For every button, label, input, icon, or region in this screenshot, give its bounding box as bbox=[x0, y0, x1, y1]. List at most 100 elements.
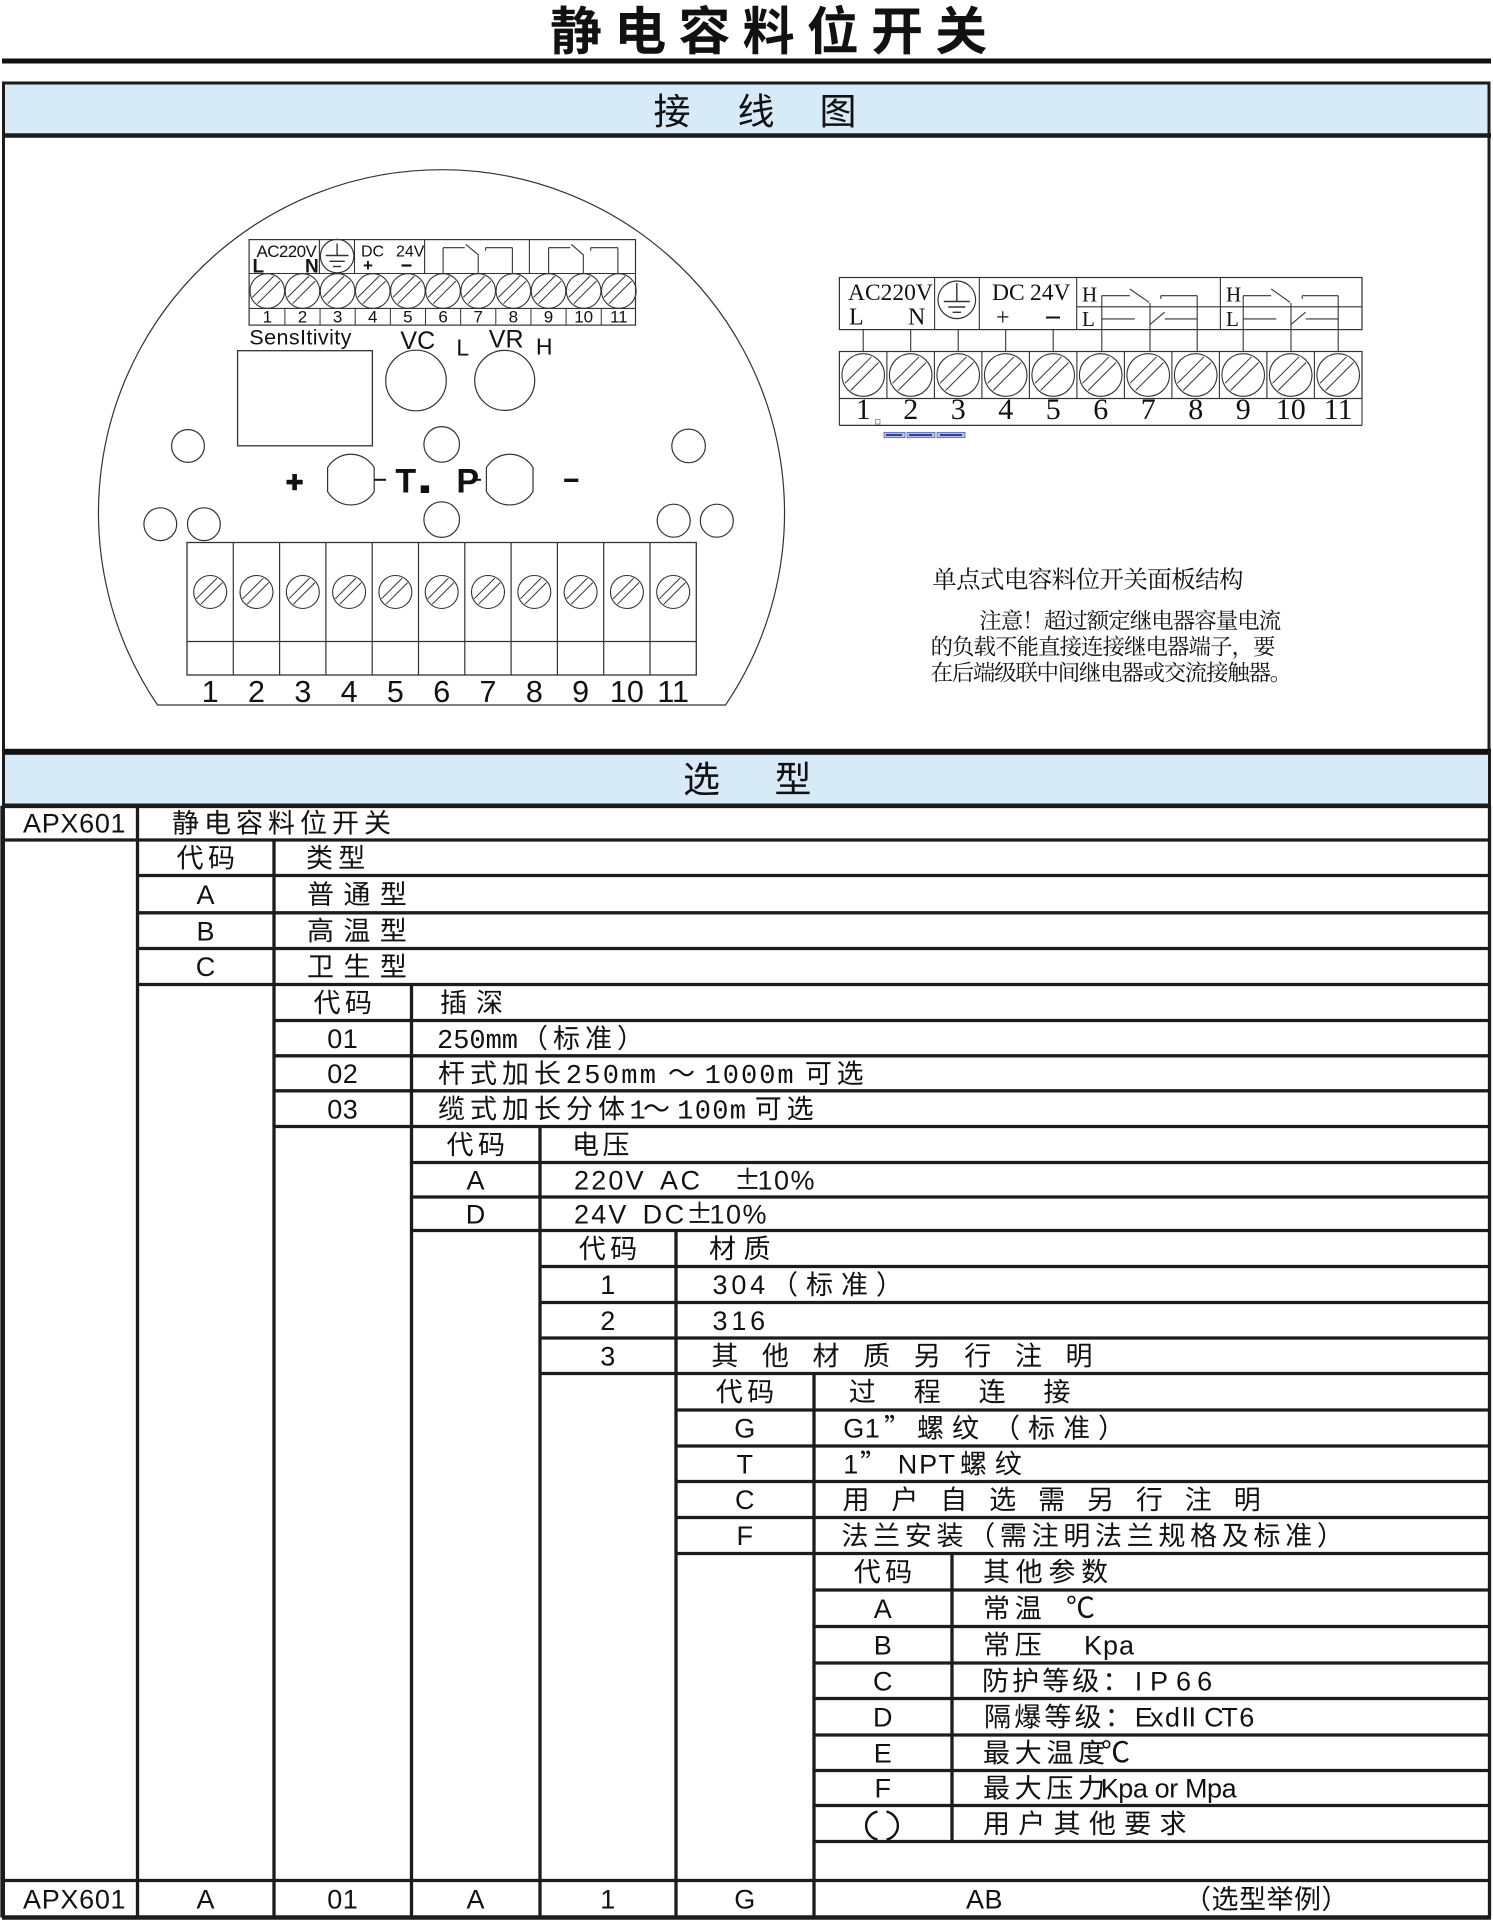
svg-text:Kpa: Kpa bbox=[1084, 1630, 1135, 1660]
svg-text:AB: AB bbox=[966, 1885, 1003, 1915]
svg-text:3: 3 bbox=[294, 675, 311, 709]
svg-text:9: 9 bbox=[544, 308, 553, 327]
svg-text:AC220V: AC220V bbox=[848, 280, 933, 306]
svg-text:2: 2 bbox=[248, 675, 265, 709]
svg-text:1: 1 bbox=[263, 308, 272, 327]
svg-text:1: 1 bbox=[843, 1449, 858, 1479]
svg-text:+: + bbox=[996, 305, 1010, 331]
svg-text:APX601: APX601 bbox=[23, 1885, 126, 1915]
svg-text:4: 4 bbox=[341, 675, 358, 709]
svg-text:C: C bbox=[196, 952, 216, 982]
svg-text:5: 5 bbox=[1046, 393, 1061, 426]
svg-text:5: 5 bbox=[403, 308, 412, 327]
svg-text:AC: AC bbox=[660, 1165, 703, 1195]
svg-text:A: A bbox=[466, 1885, 485, 1915]
svg-text:6: 6 bbox=[438, 308, 447, 327]
svg-text:C: C bbox=[1204, 1702, 1224, 1732]
svg-text:D: D bbox=[873, 1702, 893, 1732]
svg-text:T: T bbox=[395, 463, 416, 501]
svg-text:APX601: APX601 bbox=[23, 809, 126, 839]
svg-text:1: 1 bbox=[630, 1097, 646, 1127]
svg-text:A: A bbox=[874, 1594, 893, 1624]
svg-text:7: 7 bbox=[1141, 393, 1156, 426]
svg-text:01: 01 bbox=[327, 1024, 358, 1054]
svg-text:L: L bbox=[253, 257, 265, 278]
svg-text:H: H bbox=[1082, 283, 1097, 307]
svg-text:VR: VR bbox=[489, 326, 524, 354]
svg-text:1: 1 bbox=[600, 1885, 616, 1915]
svg-text:L: L bbox=[1082, 307, 1095, 331]
svg-text:01: 01 bbox=[327, 1885, 358, 1915]
svg-text:1: 1 bbox=[202, 675, 219, 709]
svg-text:10%: 10% bbox=[758, 1165, 817, 1195]
svg-text:6: 6 bbox=[1197, 1666, 1212, 1696]
svg-text:3: 3 bbox=[600, 1341, 616, 1371]
svg-text:P: P bbox=[456, 463, 479, 501]
svg-text:7: 7 bbox=[473, 308, 482, 327]
svg-text:C: C bbox=[873, 1666, 893, 1696]
svg-text:D: D bbox=[466, 1199, 486, 1229]
svg-text:B: B bbox=[196, 916, 215, 946]
svg-text:G: G bbox=[843, 1414, 864, 1444]
svg-text:5: 5 bbox=[387, 675, 404, 709]
svg-text:02: 02 bbox=[327, 1059, 358, 1089]
svg-text:4: 4 bbox=[368, 308, 377, 327]
svg-text:A: A bbox=[196, 1885, 215, 1915]
svg-text:x: x bbox=[1150, 1702, 1164, 1732]
svg-text:100m: 100m bbox=[677, 1097, 747, 1127]
svg-text:3: 3 bbox=[333, 308, 342, 327]
svg-text:316: 316 bbox=[713, 1306, 769, 1336]
svg-text:2: 2 bbox=[600, 1306, 616, 1336]
svg-text:24V: 24V bbox=[396, 244, 425, 261]
svg-text:10%: 10% bbox=[710, 1199, 769, 1229]
svg-text:G: G bbox=[734, 1414, 756, 1444]
svg-text:11: 11 bbox=[657, 675, 689, 709]
svg-text:9: 9 bbox=[1236, 393, 1251, 426]
svg-text:A: A bbox=[196, 880, 215, 910]
svg-text:H: H bbox=[536, 334, 553, 360]
svg-text:10: 10 bbox=[574, 308, 593, 327]
svg-text:H: H bbox=[1226, 283, 1241, 307]
svg-text:10: 10 bbox=[1276, 393, 1306, 426]
svg-text:E: E bbox=[874, 1738, 893, 1768]
svg-text:P: P bbox=[1150, 1666, 1168, 1696]
svg-text:N: N bbox=[305, 257, 319, 278]
svg-text:AC220V: AC220V bbox=[257, 242, 318, 261]
svg-text:L: L bbox=[1226, 307, 1239, 331]
svg-text:N: N bbox=[898, 1449, 918, 1479]
svg-text:3: 3 bbox=[951, 393, 966, 426]
svg-text:T: T bbox=[737, 1449, 754, 1479]
svg-text:9: 9 bbox=[572, 675, 589, 709]
svg-text:T: T bbox=[939, 1449, 956, 1479]
svg-text:E: E bbox=[1135, 1702, 1153, 1732]
svg-text:11: 11 bbox=[610, 308, 628, 327]
svg-text:DC: DC bbox=[992, 280, 1025, 306]
svg-text:1000m: 1000m bbox=[705, 1062, 796, 1092]
svg-text:C: C bbox=[735, 1485, 755, 1515]
svg-text:P: P bbox=[919, 1449, 937, 1479]
svg-text:1: 1 bbox=[856, 393, 871, 426]
svg-text:A: A bbox=[466, 1165, 485, 1195]
svg-text:d: d bbox=[1165, 1702, 1180, 1732]
svg-text:03: 03 bbox=[327, 1094, 358, 1124]
svg-text:DC: DC bbox=[643, 1199, 687, 1229]
svg-text:11: 11 bbox=[1324, 393, 1353, 426]
svg-text:250mm: 250mm bbox=[437, 1027, 518, 1057]
svg-text:304: 304 bbox=[713, 1270, 769, 1300]
svg-text:1: 1 bbox=[865, 1414, 880, 1444]
svg-text:G: G bbox=[734, 1885, 756, 1915]
svg-text:T: T bbox=[1221, 1702, 1238, 1732]
svg-text:F: F bbox=[737, 1521, 754, 1551]
svg-text:6: 6 bbox=[1176, 1666, 1191, 1696]
svg-text:24V: 24V bbox=[1030, 280, 1071, 306]
svg-text:6: 6 bbox=[433, 675, 450, 709]
svg-text:I: I bbox=[1135, 1666, 1143, 1696]
svg-text:7: 7 bbox=[480, 675, 497, 709]
svg-text:6: 6 bbox=[1239, 1702, 1254, 1732]
svg-text:L: L bbox=[849, 305, 864, 331]
svg-text:N: N bbox=[908, 305, 925, 331]
svg-text:6: 6 bbox=[1093, 393, 1108, 426]
svg-text:L: L bbox=[456, 335, 469, 361]
svg-text:Kpa or Mpa: Kpa or Mpa bbox=[1101, 1774, 1238, 1804]
svg-text:4: 4 bbox=[998, 393, 1013, 426]
